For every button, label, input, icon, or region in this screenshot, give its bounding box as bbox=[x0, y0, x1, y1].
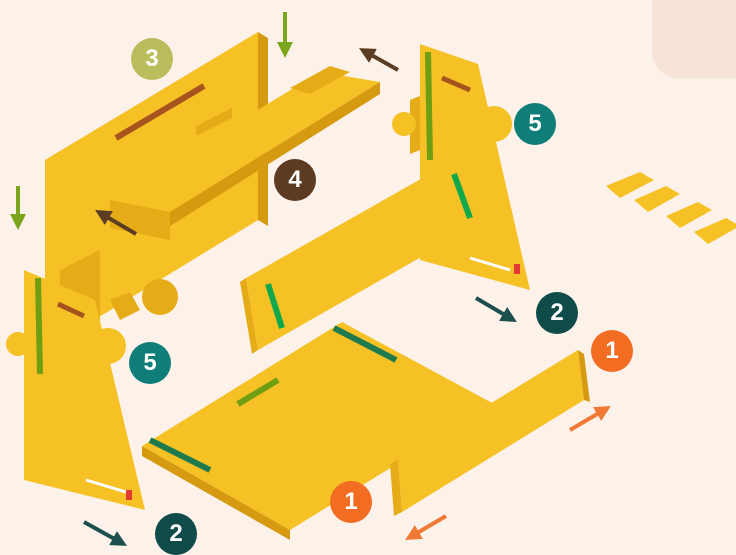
step-badge-three: 3 bbox=[131, 38, 173, 80]
down-left-arrow-icon bbox=[412, 516, 446, 536]
step-badge-two-bottom: 2 bbox=[155, 513, 197, 555]
up-right-arrow-icon bbox=[570, 410, 604, 430]
step-badge-one-right: 1 bbox=[591, 330, 633, 372]
step-badge-two-right: 2 bbox=[536, 292, 578, 334]
down-right-arrow-icon bbox=[476, 298, 510, 318]
up-left-arrow-icon bbox=[366, 52, 398, 70]
down-right-arrow-icon bbox=[84, 522, 120, 542]
step-badge-four: 4 bbox=[274, 159, 316, 201]
step-badge-five-right: 5 bbox=[514, 103, 556, 145]
step-badge-five-left: 5 bbox=[129, 342, 171, 384]
step-badge-one-bottom: 1 bbox=[330, 481, 372, 523]
bottom-board bbox=[142, 322, 494, 540]
clip-parts bbox=[606, 172, 736, 244]
